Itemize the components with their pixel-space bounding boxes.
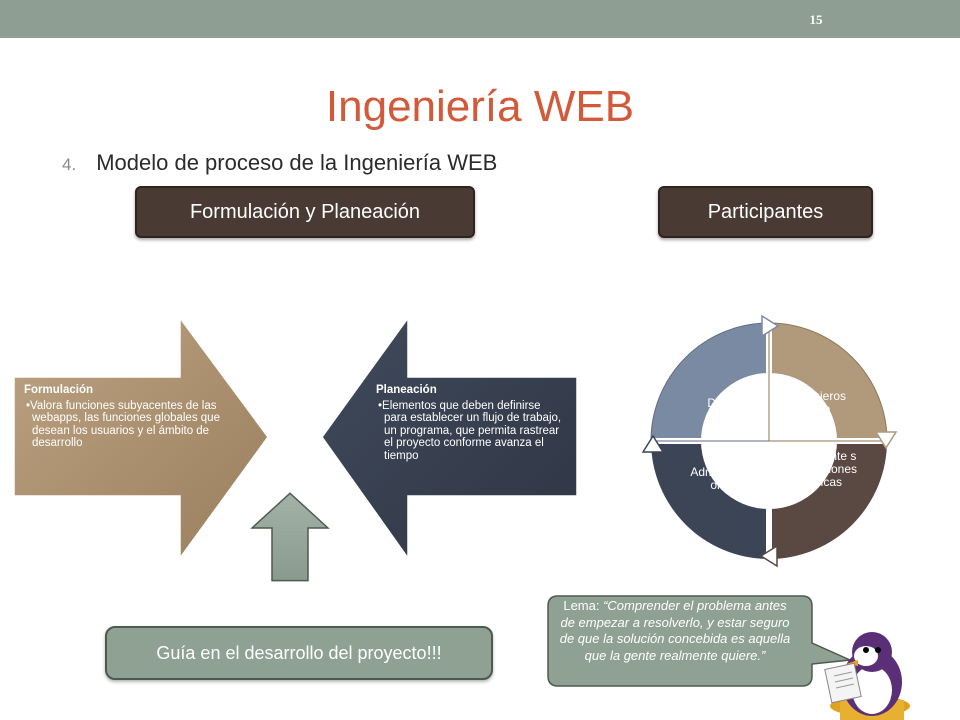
lema-quote: “Comprender el problema antes de empezar… xyxy=(559,598,791,663)
up-arrow xyxy=(250,492,330,582)
cycle-arrow-3 xyxy=(759,544,778,568)
formulacion-heading: Formulación xyxy=(24,384,94,396)
planeacion-bullet: •Elementos que deben definirse para esta… xyxy=(378,399,562,462)
cycle-arrow-2 xyxy=(874,431,898,450)
cycle-label-ingenieros: Ingenieros Web xyxy=(789,389,847,416)
formulacion-arrow-text: Formulación •Valora funciones subyacente… xyxy=(24,384,224,450)
slide-number: 15 xyxy=(809,12,823,27)
top-bar xyxy=(0,0,960,38)
participantes-header: Participantes xyxy=(658,186,873,238)
subtitle-text: Modelo de proceso de la Ingeniería WEB xyxy=(96,150,498,175)
formulacion-planeacion-header: Formulación y Planeación xyxy=(135,186,475,238)
cycle-label-administradores: Administrad ores xyxy=(690,465,754,492)
formulacion-bullet: •Valora funciones subyacentes de las web… xyxy=(26,399,220,450)
lema-lead: Lema: xyxy=(563,598,604,613)
planeacion-arrow xyxy=(321,315,578,561)
slide-title: Ingeniería WEB xyxy=(325,82,635,131)
participants-cycle xyxy=(641,314,898,568)
lema-text: Lema: “Comprender el problema antes de e… xyxy=(556,598,794,664)
penguin-mascot-icon xyxy=(824,632,910,720)
cycle-label-duenos: Dueños xyxy=(707,396,749,410)
slide-subtitle: 4. Modelo de proceso de la Ingeniería WEB xyxy=(62,150,497,176)
planeacion-arrow-text: Planeación •Elementos que deben definirs… xyxy=(376,384,562,462)
lema-speech-bubble xyxy=(547,595,853,687)
subtitle-number: 4. xyxy=(62,155,77,174)
formulacion-arrow xyxy=(13,315,269,561)
cycle-arrow-1 xyxy=(761,314,780,338)
cycle-arrow-4 xyxy=(641,434,665,453)
cycle-label-participantes: Participante s sin Funciones técnicas xyxy=(782,449,858,489)
guia-desarrollo-box: Guía en el desarrollo del proyecto!!! xyxy=(105,626,493,680)
planeacion-heading: Planeación xyxy=(376,384,437,396)
